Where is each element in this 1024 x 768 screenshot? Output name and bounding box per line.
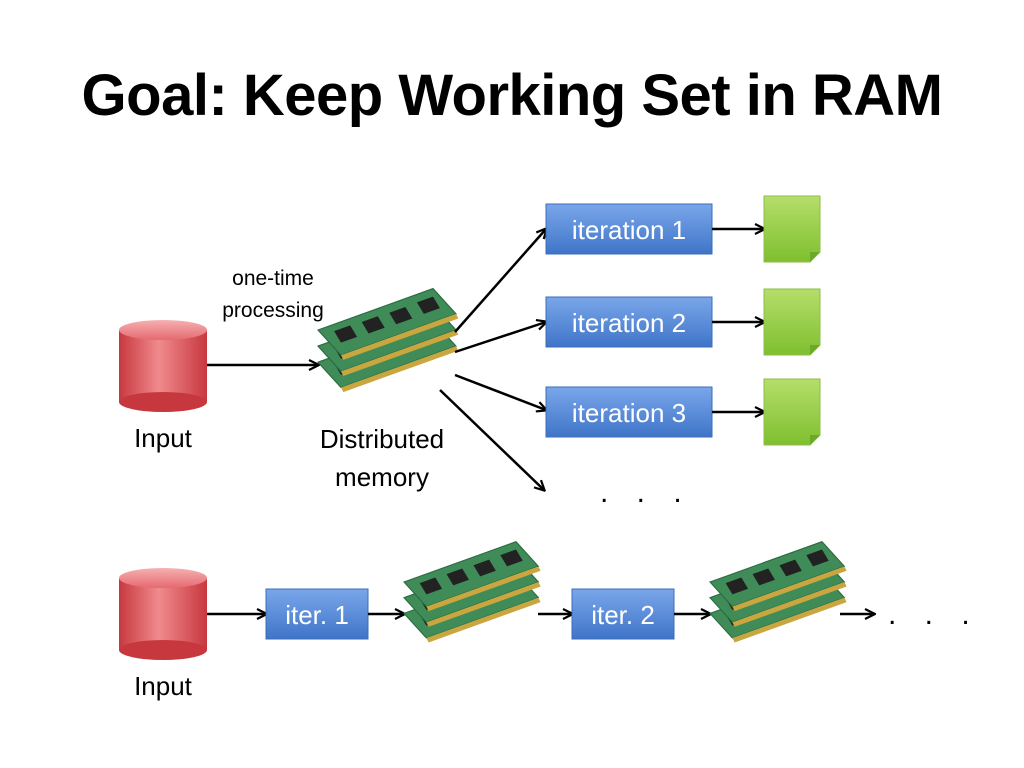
iteration-1-label: iteration 1 <box>572 215 686 245</box>
processing-label-line1: one-time <box>232 267 314 290</box>
iteration-2-label: iteration 2 <box>572 308 686 338</box>
output-2-document-icon <box>763 288 821 356</box>
iter-2-box: iter. 2 <box>571 588 675 640</box>
top-input-cylinder-icon <box>119 320 207 412</box>
memory-label-line1: Distributed <box>319 424 445 454</box>
iteration-1-box: iteration 1 <box>545 203 713 255</box>
top-ellipsis: . . . <box>600 476 692 509</box>
slide-title: Goal: Keep Working Set in RAM <box>81 63 943 128</box>
bottom-input-label: Input <box>134 671 192 701</box>
top-input-label: Input <box>134 423 192 453</box>
iter-2-label: iter. 2 <box>591 600 655 630</box>
arrow-memory-to-iteration-1 <box>454 229 546 333</box>
iter-1-label: iter. 1 <box>285 600 349 630</box>
arrow-memory-to-iteration-2 <box>454 322 546 354</box>
output-3-document-icon <box>763 378 821 446</box>
iter-1-box: iter. 1 <box>265 588 369 640</box>
arrow-memory-to-more <box>439 389 544 490</box>
bottom-input-cylinder-icon <box>119 568 207 660</box>
bottom-ellipsis: . . . <box>888 598 980 631</box>
iteration-3-box: iteration 3 <box>545 386 713 438</box>
iteration-3-label: iteration 3 <box>572 398 686 428</box>
output-1-document-icon <box>763 195 821 263</box>
arrow-memory-to-iteration-3 <box>454 373 546 410</box>
bottom-ram-module-2-icon <box>710 542 847 643</box>
processing-label-line2: processing <box>222 299 324 322</box>
bottom-ram-module-1-icon <box>404 542 541 643</box>
iteration-2-box: iteration 2 <box>545 296 713 348</box>
memory-label-line2: memory <box>335 462 429 492</box>
